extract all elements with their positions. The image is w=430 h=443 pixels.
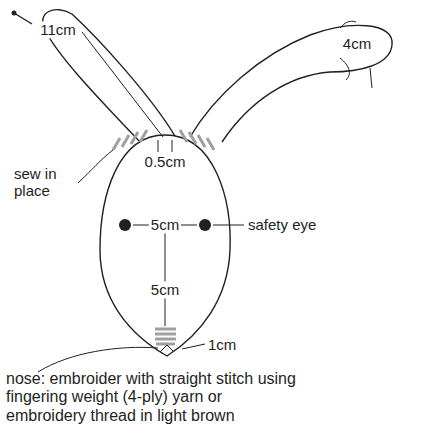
dimension-tick bbox=[158, 140, 159, 152]
right-ear bbox=[190, 25, 392, 142]
dimension-label: 5cm bbox=[149, 281, 181, 298]
dimension-line bbox=[165, 218, 166, 326]
dimension-tick bbox=[172, 140, 173, 152]
note-text: nose: embroider with straight stitch usi… bbox=[6, 370, 306, 425]
head-outline bbox=[100, 135, 230, 356]
leader-line bbox=[78, 150, 113, 183]
leader-line bbox=[38, 347, 158, 372]
callout-label: sew in place bbox=[14, 165, 76, 200]
dimension-arc bbox=[340, 58, 349, 80]
dimension-label: 4cm bbox=[341, 35, 373, 52]
leader-line bbox=[14, 13, 32, 24]
dimension-line bbox=[82, 32, 163, 137]
leader-line bbox=[370, 68, 372, 88]
sew-stitches bbox=[113, 130, 214, 150]
leader-line bbox=[213, 225, 244, 226]
safety-eye bbox=[119, 219, 131, 231]
nose-stitches bbox=[155, 329, 176, 344]
callout-label: safety eye bbox=[248, 216, 316, 233]
dimension-label: 11cm bbox=[38, 21, 78, 38]
dimension-label: 5cm bbox=[149, 216, 181, 233]
dimension-label: 1cm bbox=[208, 336, 236, 353]
dimension-arc bbox=[340, 21, 356, 28]
dimension-mark bbox=[160, 345, 174, 352]
dimension-label: 0.5cm bbox=[143, 153, 188, 170]
safety-eye bbox=[199, 219, 211, 231]
leader-line bbox=[182, 344, 205, 349]
